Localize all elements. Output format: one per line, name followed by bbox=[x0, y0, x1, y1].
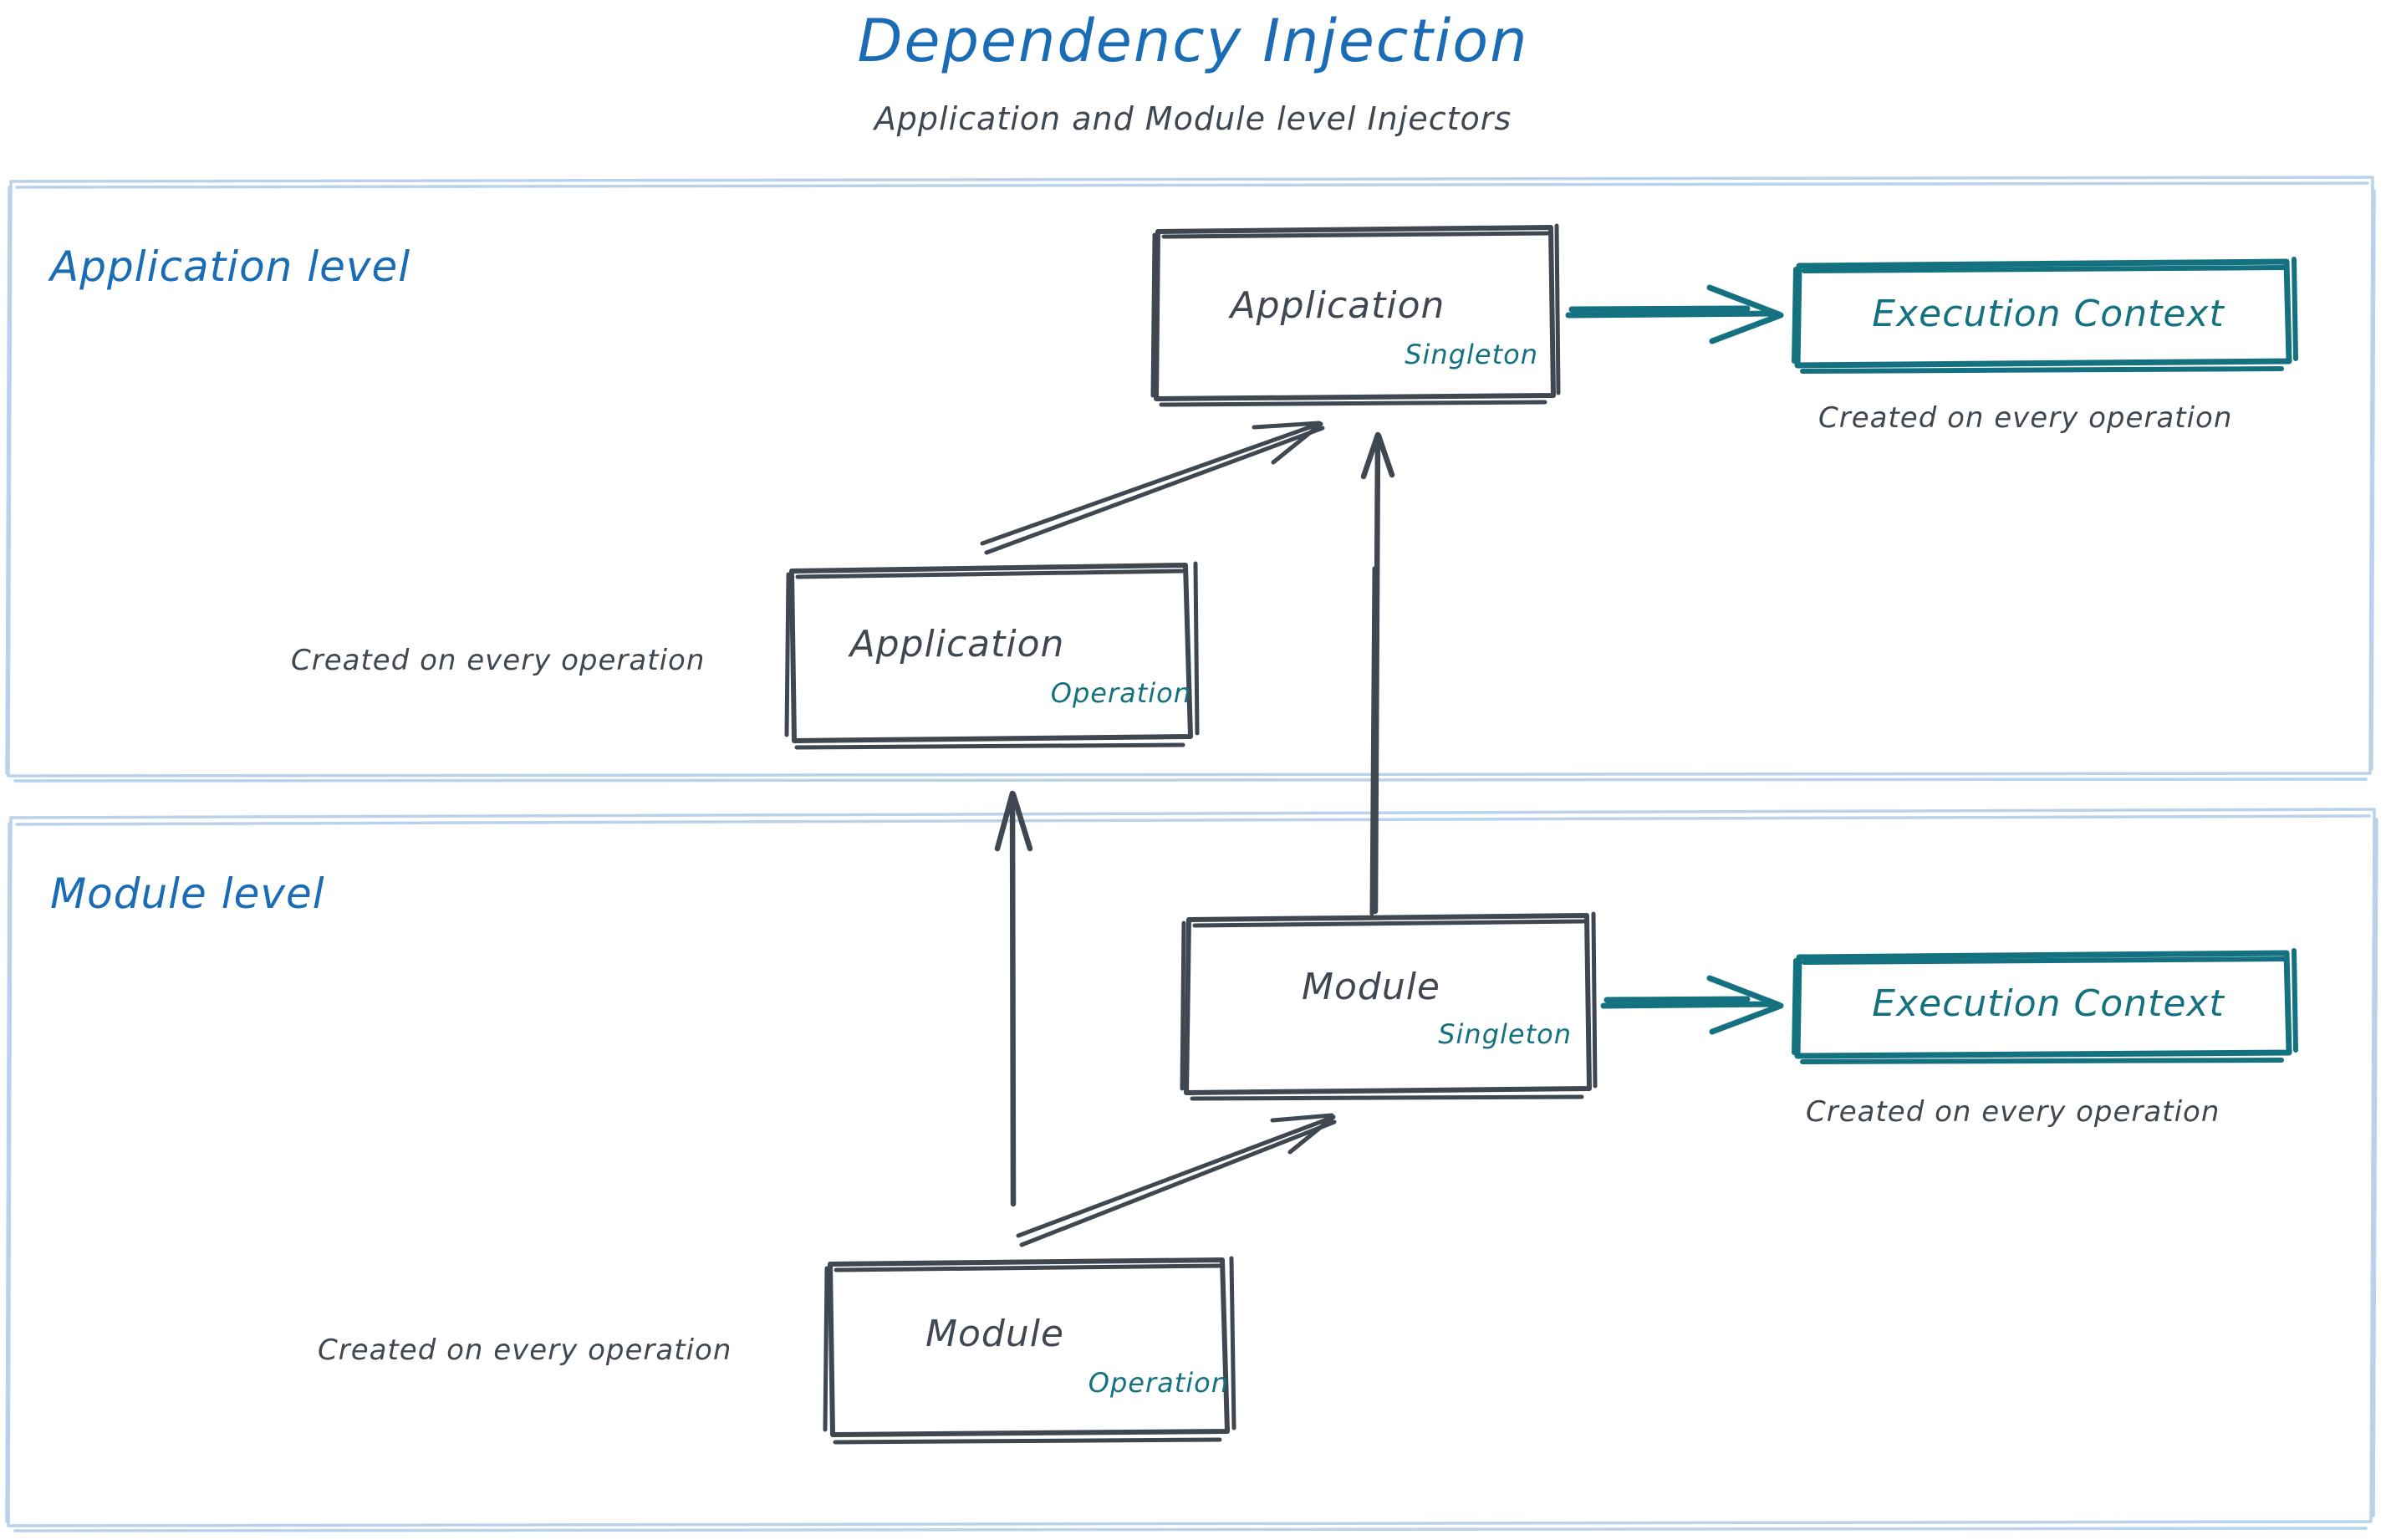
box-label-application-singleton-title: Application bbox=[1230, 284, 1445, 327]
box-label-module-singleton-scope: Singleton bbox=[1438, 1018, 1572, 1050]
container-label-module-level: Module level bbox=[50, 869, 325, 918]
annotation-execution-context-module-created: Created on every operation bbox=[1806, 1095, 2220, 1129]
box-label-module-operation-scope: Operation bbox=[1088, 1367, 1229, 1399]
arrow-module-operation-to-module-singleton bbox=[1016, 1113, 1337, 1247]
arrow-app-singleton-to-exec-context bbox=[1565, 284, 1784, 344]
box-label-application-operation-scope: Operation bbox=[1050, 677, 1191, 709]
box-label-execution-context-module: Execution Context bbox=[1872, 982, 2225, 1025]
arrow-module-singleton-to-exec-context bbox=[1600, 975, 1784, 1035]
annotation-module-operation-created: Created on every operation bbox=[318, 1333, 732, 1367]
arrow-module-operation-to-application-level bbox=[994, 790, 1033, 1207]
arrow-app-operation-to-app-singleton bbox=[980, 421, 1325, 555]
box-label-module-operation-title: Module bbox=[925, 1313, 1064, 1355]
box-label-execution-context-application: Execution Context bbox=[1872, 293, 2225, 335]
box-label-application-singleton-scope: Singleton bbox=[1405, 339, 1538, 370]
container-module-level bbox=[5, 808, 2378, 1532]
page-title: Dependency Injection bbox=[857, 7, 1529, 75]
arrow-module-singleton-to-app-singleton bbox=[1360, 431, 1395, 916]
annotation-application-operation-created: Created on every operation bbox=[291, 644, 706, 677]
box-label-module-singleton-title: Module bbox=[1302, 966, 1440, 1008]
annotation-execution-context-application-created: Created on every operation bbox=[1818, 401, 2233, 435]
container-label-application-level: Application level bbox=[50, 242, 411, 291]
box-label-application-operation-title: Application bbox=[849, 623, 1065, 665]
page-subtitle: Application and Module level Injectors bbox=[874, 100, 1512, 137]
